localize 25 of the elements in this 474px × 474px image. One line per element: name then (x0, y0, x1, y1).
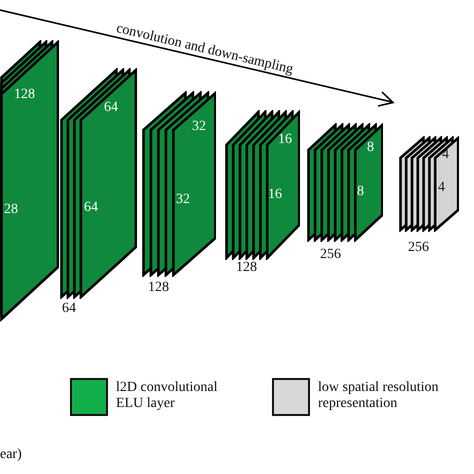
channel-count: 256 (408, 241, 429, 255)
dimension-label: 4 (442, 148, 449, 162)
dimension-label: 16 (278, 133, 292, 147)
legend-label: l2D convolutional ELU layer (116, 380, 218, 412)
layer-stack (142, 91, 216, 277)
dimension-label: 4 (438, 181, 445, 195)
dimension-label: 8 (356, 185, 364, 199)
dimension-label: 8 (366, 141, 374, 155)
dimension-label: 64 (84, 201, 98, 215)
dimension-label: 32 (176, 193, 190, 207)
layer-stack (398, 136, 460, 232)
channel-count: 128 (148, 281, 169, 295)
dimension-label: 28 (4, 203, 18, 217)
layer-stack (224, 110, 300, 260)
dimension-label: 128 (14, 88, 35, 102)
layer-stack (306, 123, 384, 242)
channel-count: 64 (62, 302, 76, 316)
channel-count: 256 (320, 248, 341, 262)
dimension-label: 64 (104, 101, 118, 115)
dimension-label: 32 (192, 120, 206, 134)
caption-fragment: ear) (0, 448, 22, 462)
legend-label: low spatial resolution representation (318, 380, 440, 412)
dimension-label: 16 (268, 188, 282, 202)
channel-count: 128 (236, 261, 257, 275)
layer-stack (60, 68, 138, 299)
